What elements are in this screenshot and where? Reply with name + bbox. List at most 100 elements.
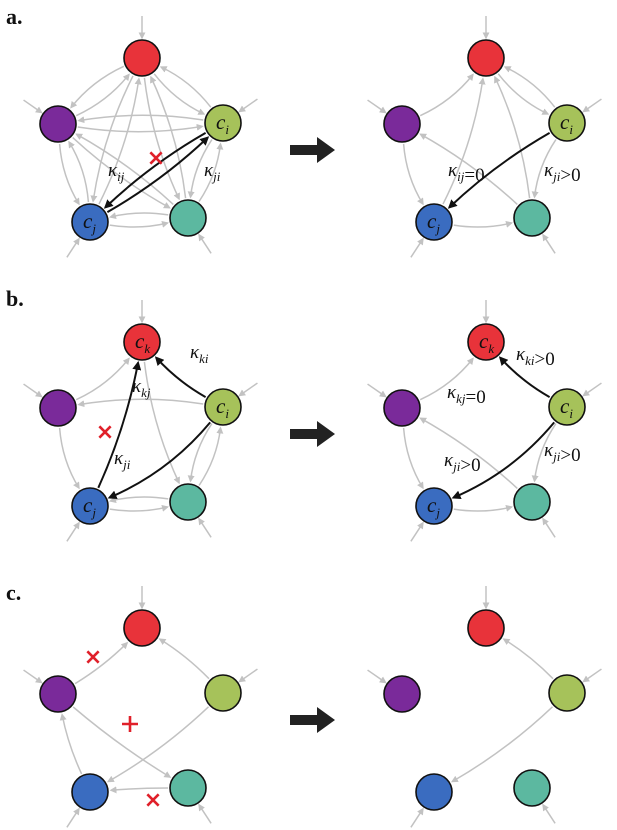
- edge-c-left-0: [74, 641, 129, 685]
- label-a-left-kji: κji: [204, 160, 221, 184]
- input-edge-purple: [367, 669, 387, 684]
- node-label-blue: cj: [83, 493, 96, 520]
- node-green: ci: [204, 388, 242, 426]
- edge-b-right-2: [453, 504, 513, 512]
- input-edge-teal: [542, 803, 556, 824]
- edge-a-right-0: [419, 73, 474, 117]
- edge-a-right-4: [494, 75, 531, 199]
- input-edge-teal: [198, 803, 212, 824]
- node-teal: [513, 199, 551, 237]
- edge-b-left-1: [143, 361, 180, 485]
- edge-a-left-9: [143, 77, 180, 201]
- node-red: [467, 39, 505, 77]
- edge-c-left-3: [106, 706, 210, 783]
- edge-a-right-7: [453, 220, 513, 228]
- label-b-right-kkj: κkj=0: [447, 382, 486, 408]
- node-red: [123, 609, 161, 647]
- panel-label-b: b.: [6, 286, 24, 311]
- node-label-blue: cj: [427, 493, 440, 520]
- input-edge-green: [582, 668, 602, 683]
- edge-b-right-green-red: [498, 356, 551, 398]
- edge-a-left-blue-green: [106, 136, 210, 213]
- panel-c-after-network: [367, 586, 602, 828]
- label-b-right-kji-b: κji>0: [544, 440, 581, 466]
- edge-a-left-1: [70, 65, 125, 109]
- label-a-right-kji: κji>0: [544, 160, 581, 186]
- input-edge-teal: [198, 517, 212, 538]
- edge-c-right-0: [502, 638, 554, 680]
- node-label-green: ci: [216, 394, 229, 421]
- input-edge-blue: [410, 807, 424, 828]
- edge-a-left-4: [77, 123, 204, 133]
- cross-c-left-1: [86, 650, 100, 664]
- node-blue: [415, 773, 453, 811]
- edge-a-left-3: [153, 73, 206, 115]
- panel-c-before-network: [23, 586, 258, 828]
- input-edge-green: [238, 382, 258, 397]
- input-edge-teal: [542, 517, 556, 538]
- edge-c-right-1: [450, 706, 554, 783]
- edge-b-left-3: [109, 504, 169, 512]
- input-edge-green: [238, 668, 258, 683]
- node-purple: [383, 675, 421, 713]
- node-purple: [383, 389, 421, 427]
- input-edge-green: [582, 382, 602, 397]
- edge-a-right-6: [531, 139, 557, 199]
- transition-arrow-a: [290, 137, 335, 163]
- transition-arrow-shape-b: [290, 421, 335, 447]
- edge-b-left-green-red: [154, 356, 207, 398]
- edge-a-left-2: [159, 66, 212, 108]
- transition-arrow-shape-a: [290, 137, 335, 163]
- edge-b-left-0: [75, 357, 130, 401]
- node-blue: cj: [415, 487, 453, 525]
- edge-b-right-green-blue: [451, 421, 555, 500]
- transition-arrow-shape-c: [290, 707, 335, 733]
- node-purple: [39, 105, 77, 143]
- node-label-green: ci: [560, 394, 573, 421]
- node-green: ci: [548, 388, 586, 426]
- edge-a-left-0: [75, 73, 130, 117]
- label-a-left-kij: κij: [108, 160, 125, 184]
- edge-a-right-2: [497, 73, 550, 115]
- node-teal: [169, 769, 207, 807]
- edge-b-left-6: [187, 423, 213, 483]
- node-purple: [39, 389, 77, 427]
- edge-b-right-0: [419, 357, 474, 401]
- edge-b-right-4: [419, 417, 518, 489]
- edge-c-left-4: [59, 713, 83, 775]
- input-edge-green: [238, 98, 258, 113]
- node-blue: cj: [415, 203, 453, 241]
- edge-a-left-13: [198, 142, 224, 202]
- input-edge-purple: [23, 669, 43, 684]
- node-green: [548, 674, 586, 712]
- edge-b-right-3: [531, 423, 557, 483]
- cross-a-left: [149, 151, 163, 165]
- input-edge-green: [582, 98, 602, 113]
- edge-b-left-green-blue: [107, 421, 211, 500]
- input-edge-blue: [410, 521, 424, 542]
- panel-label-a: a.: [6, 4, 23, 29]
- input-edge-purple: [367, 383, 387, 398]
- edge-b-left-7: [198, 426, 224, 486]
- edge-a-left-14: [109, 220, 169, 228]
- node-purple: [383, 105, 421, 143]
- edge-a-left-8: [150, 75, 187, 199]
- node-blue: [71, 773, 109, 811]
- edge-a-right-3: [442, 77, 486, 205]
- input-edge-blue: [66, 521, 80, 542]
- node-red: ck: [123, 323, 161, 361]
- edge-a-left-11: [68, 140, 90, 203]
- node-teal: [513, 483, 551, 521]
- input-edge-blue: [66, 807, 80, 828]
- edge-a-left-17: [75, 133, 174, 205]
- label-b-left-kki: κki: [190, 342, 209, 366]
- input-edge-blue: [66, 237, 80, 258]
- cross-b-left: [98, 425, 112, 439]
- edge-a-right-8: [419, 133, 518, 205]
- node-green: [204, 674, 242, 712]
- node-blue: cj: [71, 487, 109, 525]
